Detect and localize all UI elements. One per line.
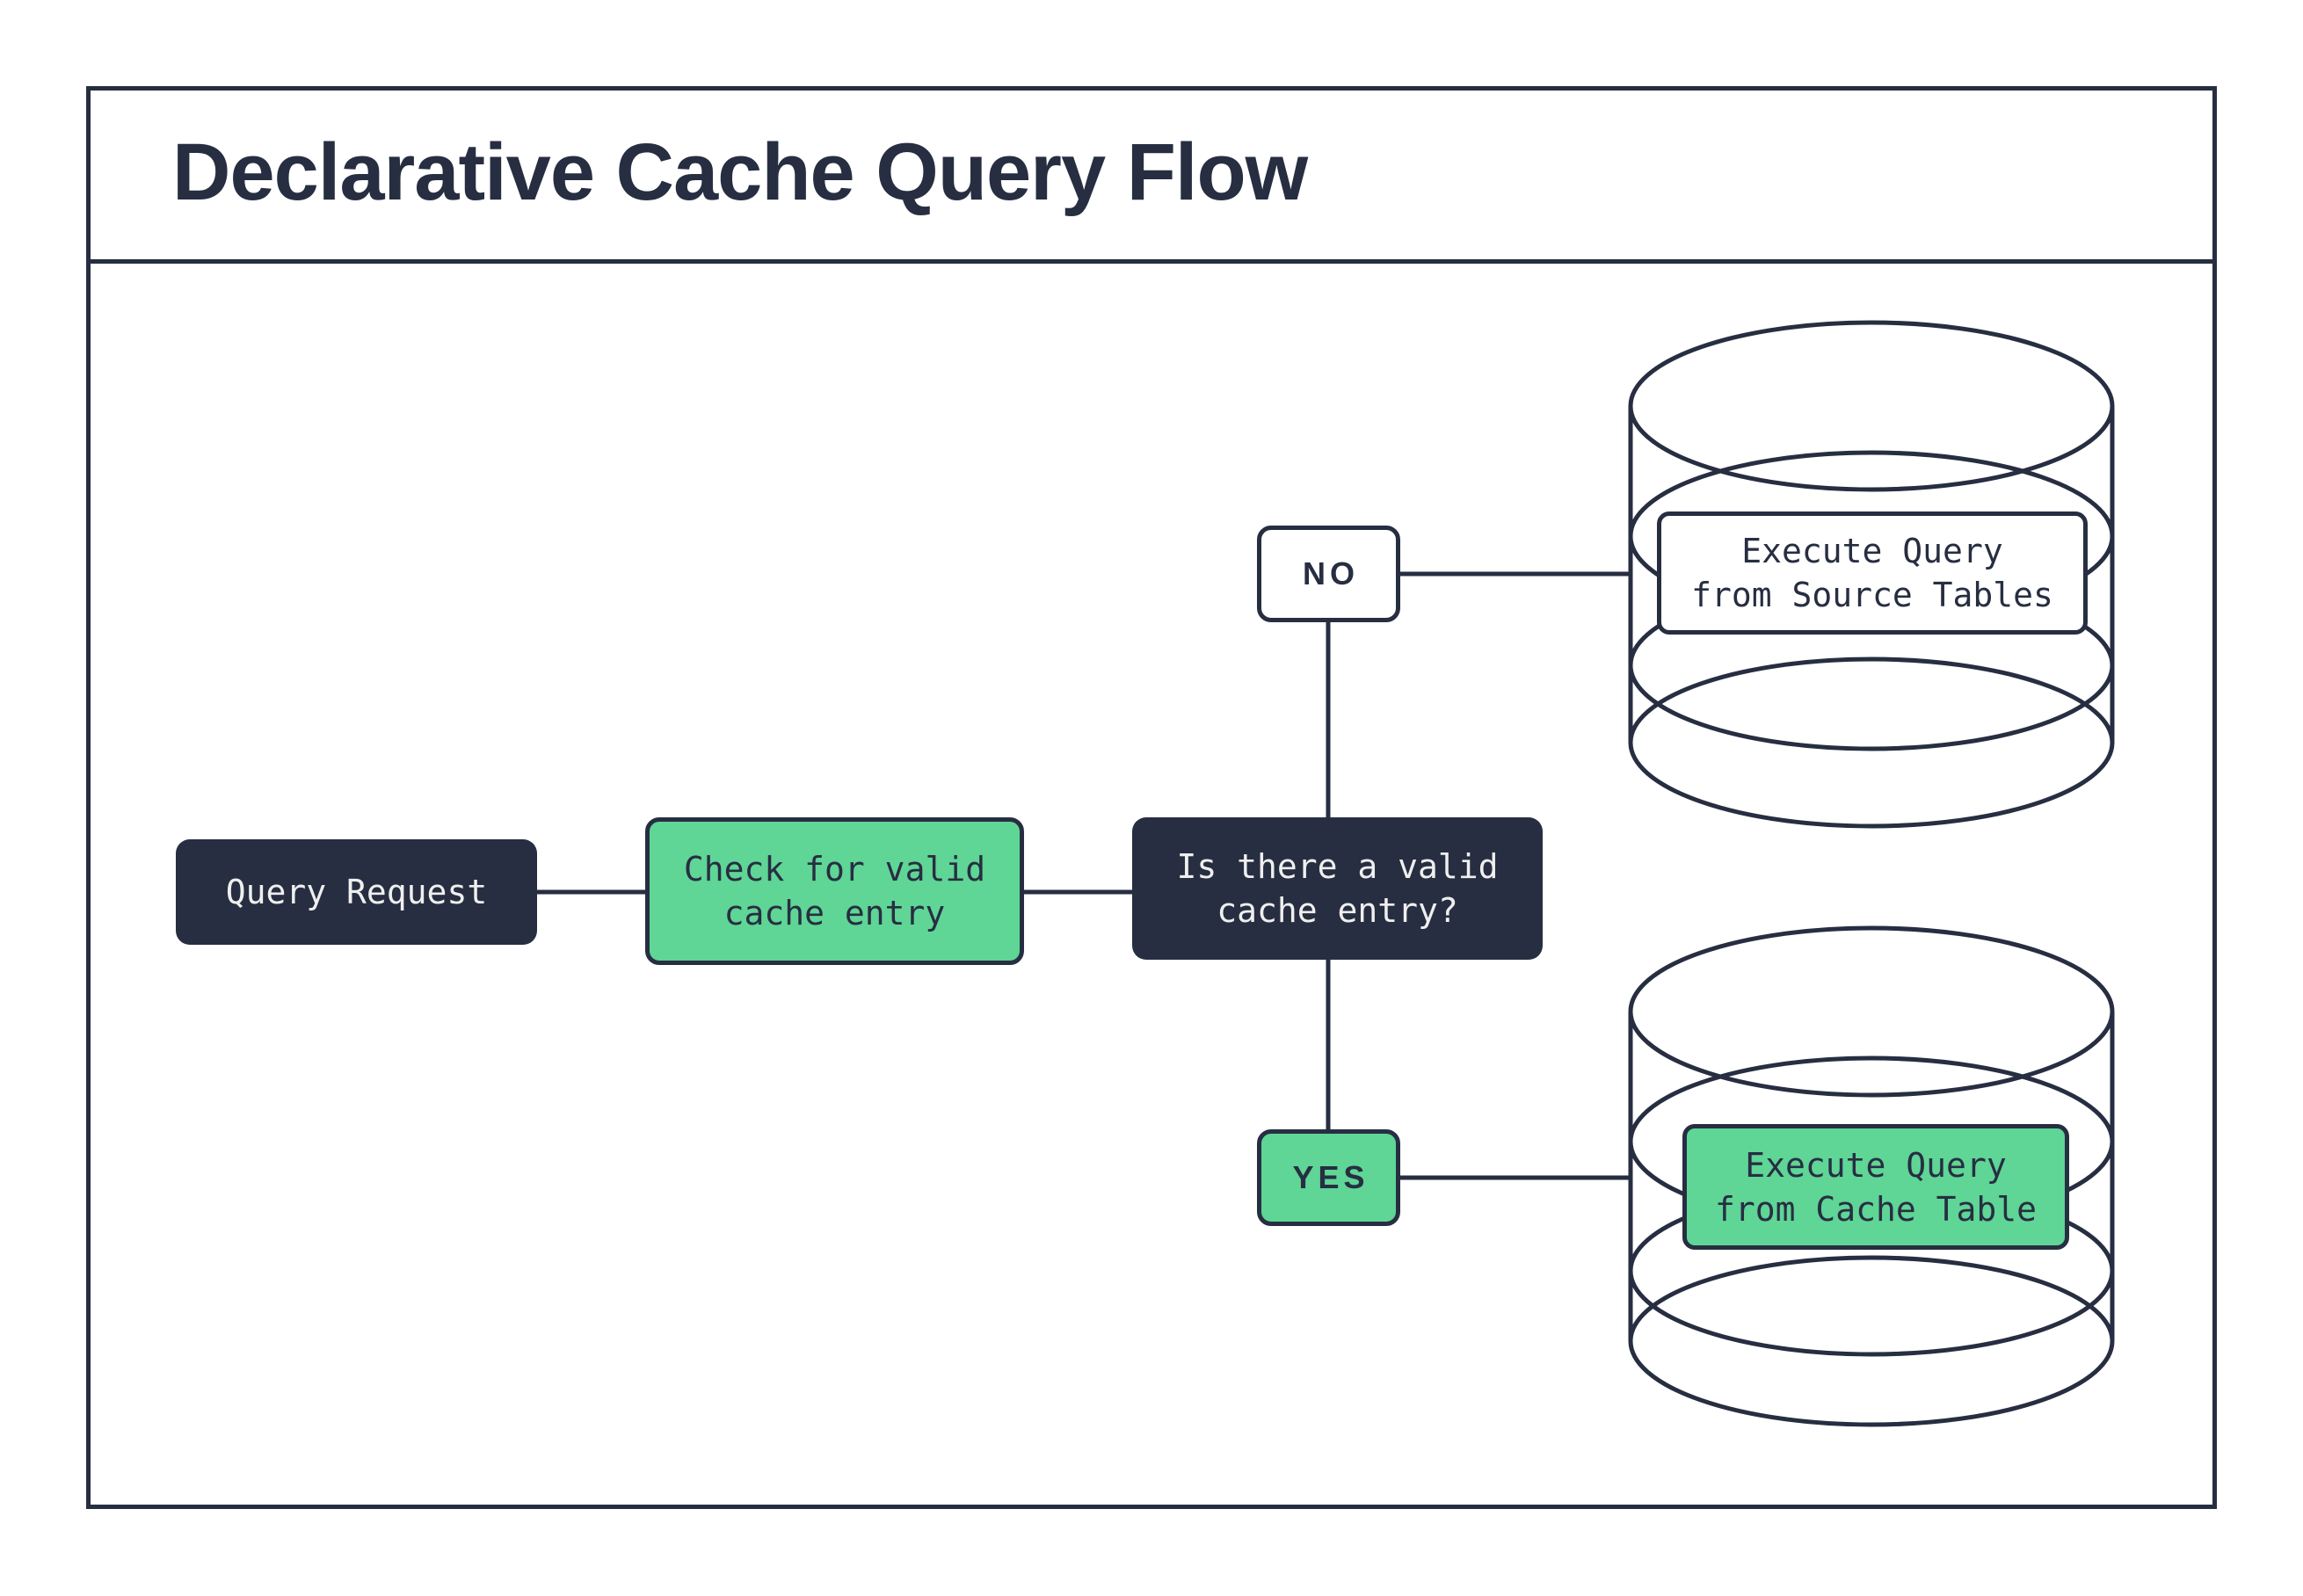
edge-label-yes-text: YES <box>1292 1159 1369 1195</box>
node-check-cache-line2: cache entry <box>723 894 946 932</box>
page-title: Declarative Cache Query Flow <box>172 127 1308 217</box>
node-check-cache: Check for valid cache entry <box>645 817 1024 965</box>
node-query-request-label: Query Request <box>225 873 488 911</box>
edge-label-no: NO <box>1257 526 1400 622</box>
node-query-request: Query Request <box>176 839 537 945</box>
diagram-frame <box>86 86 2217 1509</box>
diagram-header: Declarative Cache Query Flow <box>86 86 2217 264</box>
node-check-cache-line1: Check for valid <box>683 850 986 889</box>
node-execute-source-line2: from Source Tables <box>1691 576 2053 614</box>
node-execute-cache: Execute Query from Cache Table <box>1682 1124 2069 1250</box>
edge-label-no-text: NO <box>1303 555 1359 591</box>
edge-label-yes: YES <box>1257 1129 1400 1226</box>
node-execute-source: Execute Query from Source Tables <box>1657 511 2088 635</box>
node-execute-source-line1: Execute Query <box>1741 532 2003 570</box>
node-decision-line2: cache entry? <box>1217 891 1458 930</box>
node-execute-cache-line2: from Cache Table <box>1714 1189 2038 1229</box>
node-decision-line1: Is there a valid <box>1176 847 1499 886</box>
node-execute-cache-line1: Execute Query <box>1745 1145 2007 1185</box>
node-decision: Is there a valid cache entry? <box>1132 817 1543 960</box>
